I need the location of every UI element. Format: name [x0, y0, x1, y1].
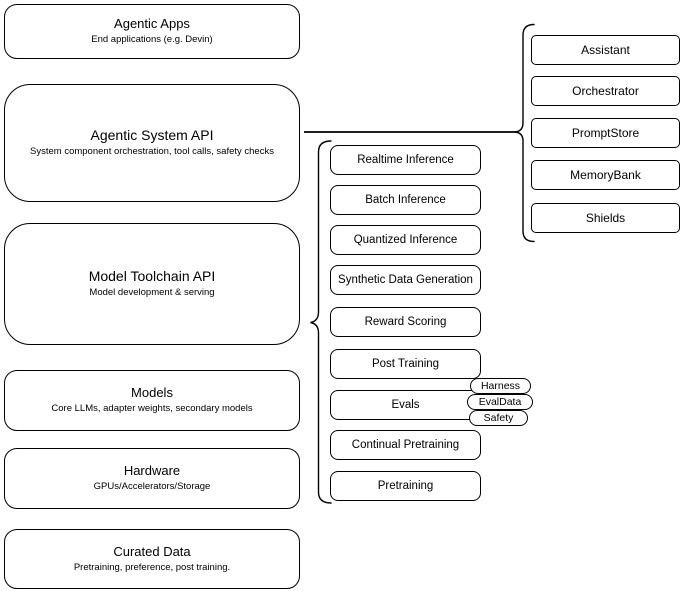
- node-label: Quantized Inference: [353, 234, 458, 246]
- node-promptstore: PromptStore: [531, 118, 680, 148]
- node-agentic-apps: Agentic Apps End applications (e.g. Devi…: [4, 4, 300, 59]
- node-title: Hardware: [123, 463, 181, 479]
- tag-label: EvalData: [478, 396, 522, 408]
- node-title: Curated Data: [113, 543, 191, 559]
- node-curated-data: Curated Data Pretraining, preference, po…: [4, 529, 300, 589]
- node-subtitle: Model development & serving: [89, 287, 215, 299]
- node-label: Continual Pretraining: [351, 439, 460, 451]
- node-title: Model Toolchain API: [88, 268, 216, 285]
- node-hardware: Hardware GPUs/Accelerators/Storage: [4, 448, 300, 509]
- node-reward-scoring: Reward Scoring: [330, 307, 481, 337]
- node-label: Orchestrator: [572, 84, 639, 98]
- node-label: Realtime Inference: [357, 154, 454, 166]
- node-label: Evals: [391, 399, 420, 411]
- node-synthetic-data-generation: Synthetic Data Generation: [330, 265, 481, 295]
- node-subtitle: Pretraining, preference, post training.: [73, 561, 231, 573]
- tag-evaldata: EvalData: [467, 394, 533, 410]
- node-subtitle: End applications (e.g. Devin): [91, 34, 213, 46]
- node-assistant: Assistant: [531, 35, 680, 65]
- node-label: Post Training: [371, 358, 440, 370]
- node-label: Batch Inference: [365, 194, 446, 206]
- node-memorybank: MemoryBank: [531, 160, 680, 190]
- node-title: Agentic System API: [90, 127, 214, 144]
- node-label: Pretraining: [377, 480, 434, 492]
- node-batch-inference: Batch Inference: [330, 185, 481, 215]
- node-post-training: Post Training: [330, 349, 481, 379]
- node-model-toolchain-api: Model Toolchain API Model development & …: [4, 223, 300, 345]
- node-agentic-system-api: Agentic System API System component orch…: [4, 84, 300, 202]
- node-evals: Evals: [330, 390, 481, 420]
- tag-label: Harness: [480, 380, 521, 392]
- node-label: Synthetic Data Generation: [338, 274, 473, 286]
- node-pretraining: Pretraining: [330, 471, 481, 501]
- node-subtitle: System component orchestration, tool cal…: [30, 146, 274, 158]
- node-quantized-inference: Quantized Inference: [330, 225, 481, 255]
- node-realtime-inference: Realtime Inference: [330, 145, 481, 175]
- node-models: Models Core LLMs, adapter weights, secon…: [4, 370, 300, 431]
- node-subtitle: GPUs/Accelerators/Storage: [93, 481, 211, 493]
- node-label: PromptStore: [571, 126, 640, 140]
- node-label: Assistant: [581, 43, 630, 57]
- node-shields: Shields: [531, 203, 680, 233]
- node-label: Shields: [585, 211, 626, 225]
- node-continual-pretraining: Continual Pretraining: [330, 430, 481, 460]
- node-subtitle: Core LLMs, adapter weights, secondary mo…: [51, 403, 253, 415]
- node-label: Reward Scoring: [364, 316, 447, 328]
- tag-harness: Harness: [470, 378, 531, 394]
- node-label: MemoryBank: [570, 168, 641, 182]
- node-orchestrator: Orchestrator: [531, 76, 680, 106]
- tag-label: Safety: [483, 412, 514, 424]
- node-title: Agentic Apps: [114, 16, 190, 32]
- node-title: Models: [131, 385, 173, 401]
- tag-safety: Safety: [469, 410, 528, 426]
- toolchain-brace: [310, 140, 332, 504]
